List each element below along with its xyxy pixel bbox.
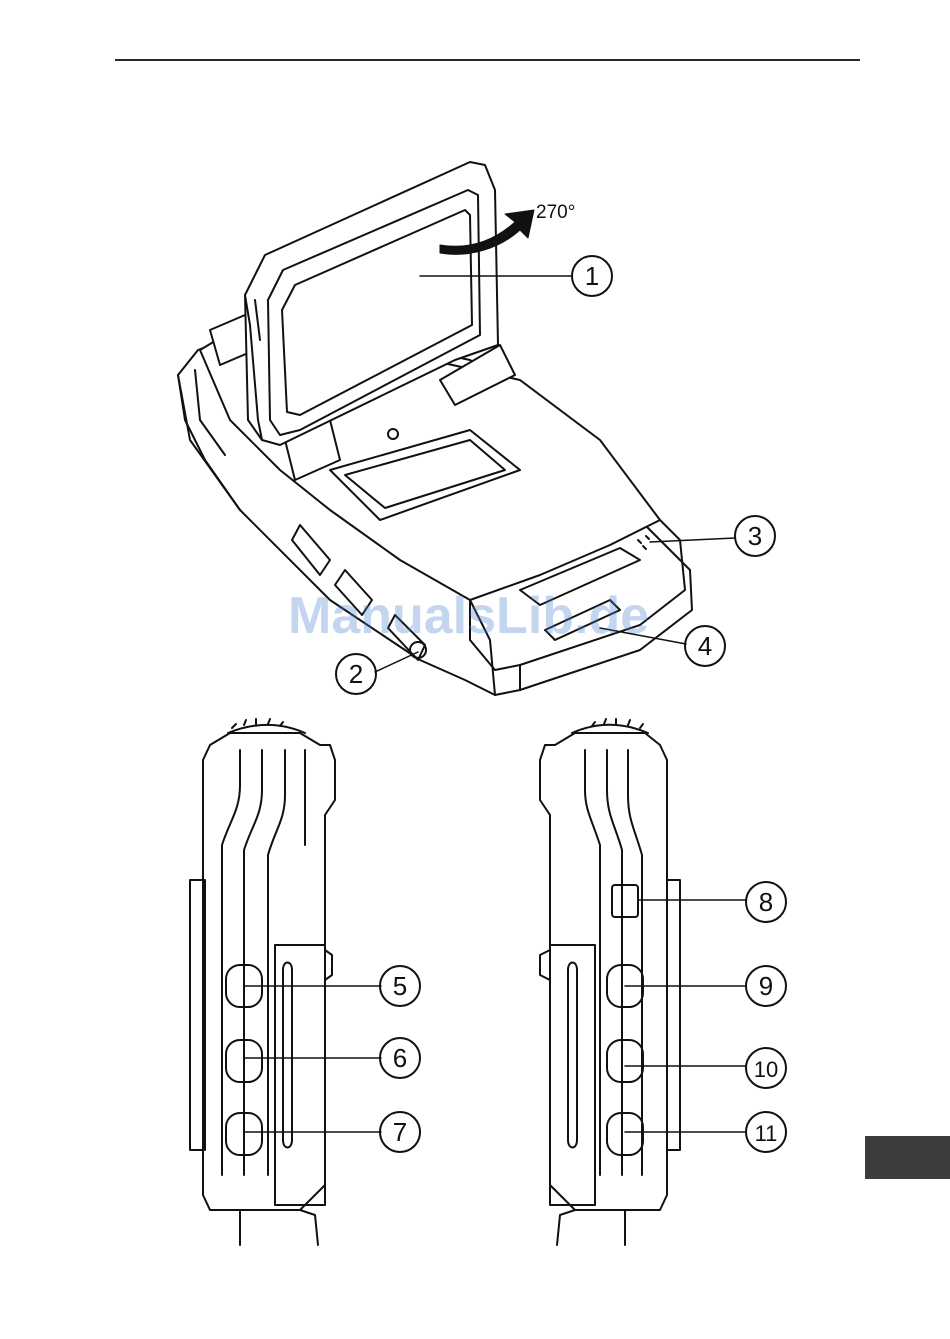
- callout-label-11: 11: [755, 1121, 778, 1146]
- callout-label-7: 7: [393, 1117, 407, 1147]
- callout-label-10: 10: [754, 1057, 778, 1082]
- callout-label-2: 2: [349, 659, 363, 689]
- camera-left-side-view: [190, 719, 335, 1245]
- camera-right-side-view: [540, 719, 680, 1245]
- callout-label-1: 1: [585, 261, 599, 291]
- rotation-angle-label: 270°: [536, 202, 575, 223]
- callout-label-9: 9: [759, 971, 773, 1001]
- watermark: ManualsLib.de: [288, 586, 649, 646]
- callout-label-5: 5: [393, 971, 407, 1001]
- callout-label-3: 3: [748, 521, 762, 551]
- callout-label-6: 6: [393, 1043, 407, 1073]
- callout-label-8: 8: [759, 887, 773, 917]
- callout-label-4: 4: [698, 631, 712, 661]
- page-tab: [865, 1136, 950, 1179]
